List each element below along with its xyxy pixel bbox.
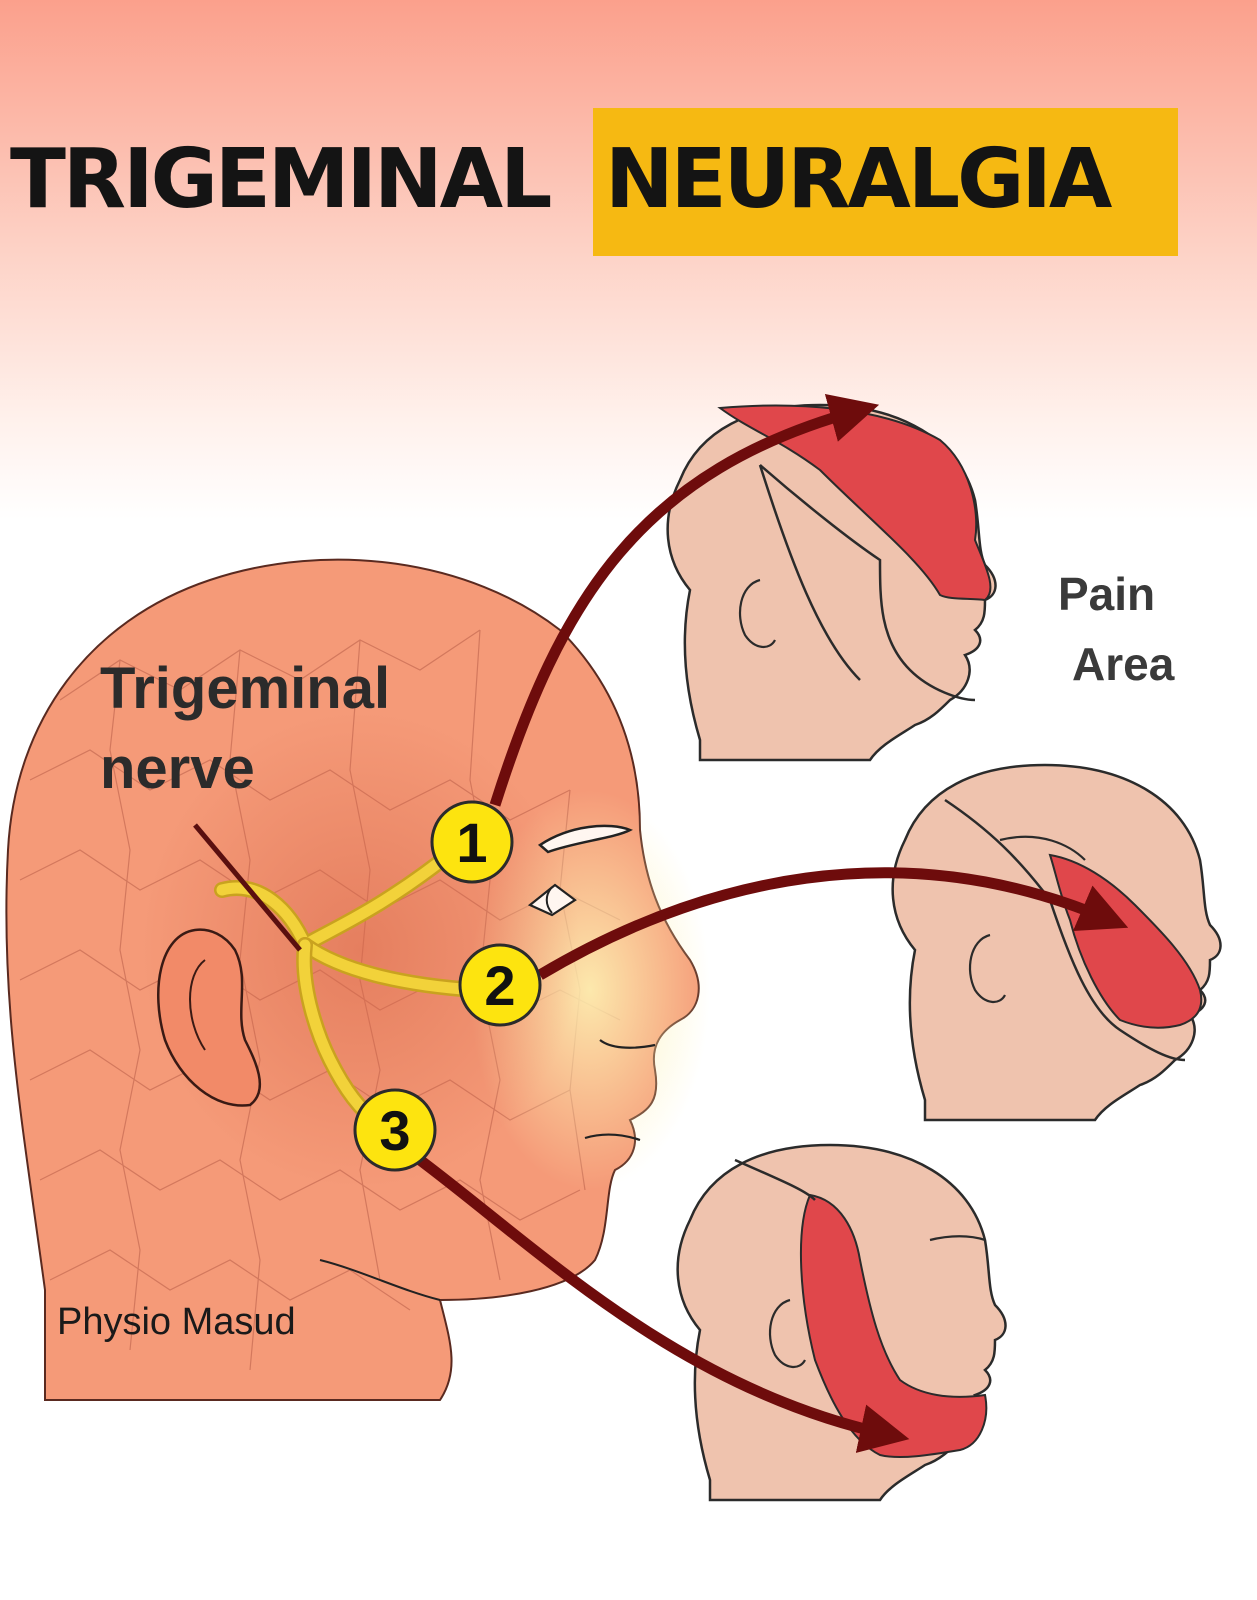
arrow-branch-1 — [489, 393, 880, 807]
branch-number-3: 3 — [379, 1099, 410, 1162]
label-trigeminal: Trigeminal — [100, 656, 390, 721]
branch-marker-3: 3 — [353, 1088, 437, 1172]
arrow-branch-2 — [537, 867, 1129, 980]
arrow-branch-3 — [416, 1155, 910, 1453]
branch-arrows — [416, 393, 1129, 1453]
label-pain: Pain — [1058, 568, 1155, 620]
label-nerve: nerve — [100, 736, 255, 801]
title-highlight-box: NEURALGIA — [593, 108, 1178, 256]
label-pointer-line — [193, 823, 302, 952]
pain-area-head-3 — [676, 1143, 1007, 1502]
title-banner: TRIGEMINAL NEURALGIA — [0, 108, 1257, 256]
branch-number-2: 2 — [484, 954, 515, 1017]
branch-marker-1: 1 — [430, 800, 514, 884]
pain-area-head-2 — [891, 763, 1222, 1122]
branch-number-1: 1 — [456, 811, 487, 874]
label-area: Area — [1072, 638, 1175, 690]
pain-area-head-1 — [666, 403, 997, 762]
branch-marker-2: 2 — [458, 943, 542, 1027]
title-trigeminal: TRIGEMINAL — [10, 132, 552, 227]
title-neuralgia: NEURALGIA — [605, 132, 1112, 227]
credit-text: Physio Masud — [57, 1301, 296, 1343]
